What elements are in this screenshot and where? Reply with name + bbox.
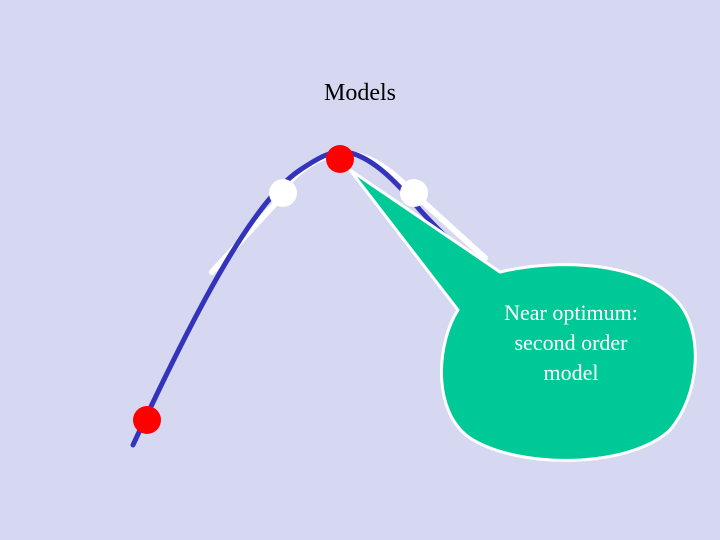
- callout-bubble: [348, 168, 697, 462]
- callout-line-1: Near optimum:: [504, 300, 638, 325]
- callout-line-2: second order: [514, 330, 628, 355]
- callout-line-3: model: [543, 360, 599, 385]
- red-point-top: [326, 145, 354, 173]
- white-point-right: [400, 179, 428, 207]
- red-point-bottom: [133, 406, 161, 434]
- linear-model-line: [209, 190, 288, 275]
- white-point-left: [269, 179, 297, 207]
- callout-text: Near optimum: second order model: [466, 298, 676, 388]
- slide-title: Models: [324, 80, 396, 106]
- response-curve: [130, 149, 485, 448]
